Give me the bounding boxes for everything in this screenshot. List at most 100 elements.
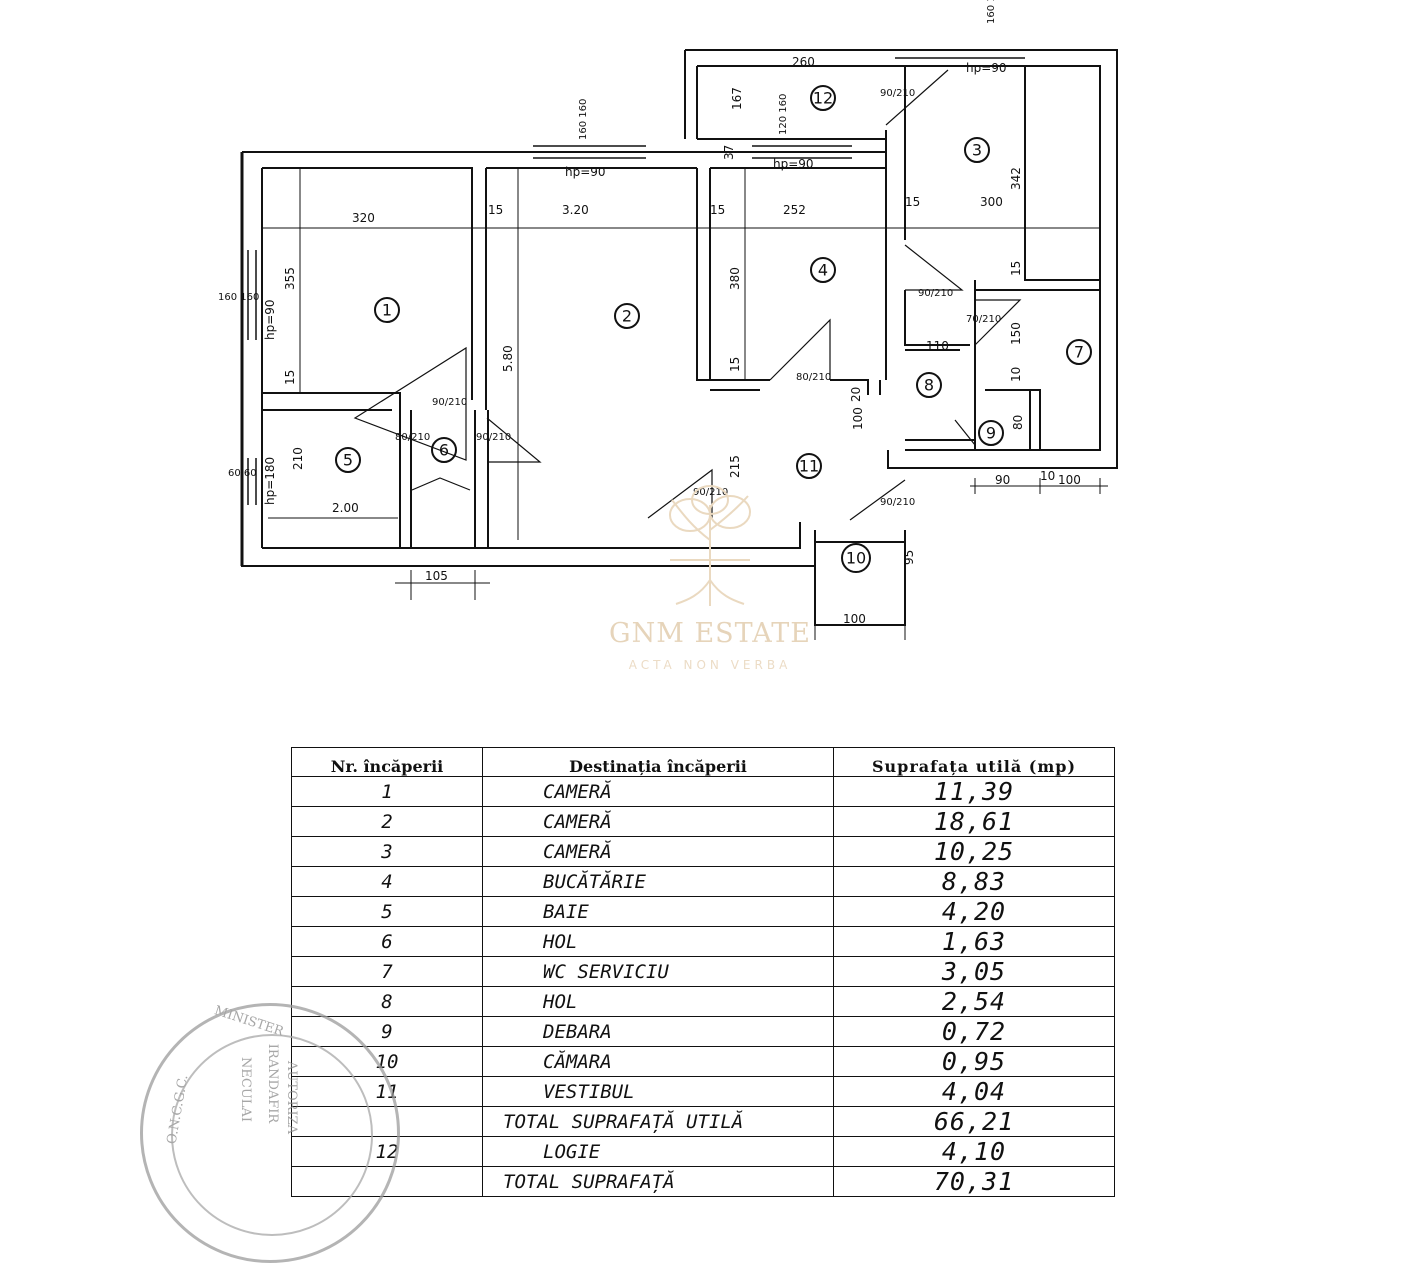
tree-logo-icon [669,485,751,606]
header-room-purpose: Destinația încăperii [482,747,834,777]
room-area: 8,83 [833,866,1115,897]
dim-label: 150 [1009,322,1023,345]
room-purpose: WC SERVICIU [482,956,834,987]
room-nr: 6 [291,926,483,957]
room-number-11: 11 [799,457,819,476]
door-size-label: 90/210 [880,497,915,508]
dim-label: 10 [1040,469,1055,483]
header-room-number: Nr. încăperii [291,747,483,777]
room-area: 1,63 [833,926,1115,957]
room-area: 0,72 [833,1016,1115,1047]
room-number-2: 2 [622,307,632,326]
dim-label: 320 [352,211,375,225]
dim-label: 100 [843,612,866,626]
outer-wall-right [684,49,1118,469]
dim-label: 15 [905,195,920,209]
door-size-label: 90/210 [476,432,511,443]
window-height-label: hp=90 [773,157,814,171]
window-height-label: hp=180 [263,457,277,505]
dim-label: 3.20 [562,203,589,217]
dim-label: 105 [425,569,448,583]
dim-label: 10 [1009,367,1023,382]
room-area: 0,95 [833,1046,1115,1077]
room-number-3: 3 [972,141,982,160]
room-purpose: HOL [482,926,834,957]
room-number-9: 9 [986,424,996,443]
room-nr: 5 [291,896,483,927]
window-size-label: 60 60 [228,468,257,479]
room-purpose: CAMERĂ [482,776,834,807]
room-nr: 3 [291,836,483,867]
room-purpose: CĂMARA [482,1046,834,1077]
door-size-label: 90/210 [693,487,728,498]
room-purpose: BAIE [482,896,834,927]
room-number-8: 8 [924,376,934,395]
dim-label: 15 [710,203,725,217]
room-nr: 7 [291,956,483,987]
dim-label: 2.00 [332,501,359,515]
room-number-6: 6 [439,441,449,460]
dim-label: 100 [851,407,865,430]
room-number-12: 12 [813,89,833,108]
dim-label: 80 [1011,415,1025,430]
window-height-label: hp=90 [263,299,277,340]
dim-label: 260 [792,55,815,69]
dim-label: 100 [1058,473,1081,487]
dim-label: 110 [926,339,949,353]
stamp-text: AUTORIZA [284,1060,300,1135]
room-area: 18,61 [833,806,1115,837]
door-size-label: 90/210 [432,397,467,408]
room-purpose: TOTAL SUPRAFAȚĂ UTILĂ [482,1106,834,1137]
room-number-10: 10 [846,549,866,568]
dim-label: 15 [488,203,503,217]
room-area-table: Nr. încăperii Destinația încăperii Supra… [291,747,1115,1197]
room-purpose: TOTAL SUPRAFAȚĂ [482,1166,834,1197]
room-area: 3,05 [833,956,1115,987]
dim-label: 15 [1009,261,1023,276]
dim-label: 342 [1009,167,1023,190]
window-size-label: 160 160 [578,99,589,140]
window-height-label: hp=90 [966,61,1007,75]
room-area: 4,04 [833,1076,1115,1107]
header-usable-area: Suprafața utilă (mp) [833,747,1115,777]
door-size-label: 90/210 [918,288,953,299]
room-number-5: 5 [343,451,353,470]
room-nr: 4 [291,866,483,897]
room-area: 11,39 [833,776,1115,807]
door-size-label: 90/210 [880,88,915,99]
room-nr: 1 [291,776,483,807]
dim-label: 90 [995,473,1010,487]
table-header-row: Nr. încăperii Destinația încăperii Supra… [291,747,1115,777]
dim-label: 37 [722,145,736,160]
dim-label: 5.80 [501,345,515,372]
room-nr: 8 [291,986,483,1017]
stamp-text: NECULAI [237,1057,253,1122]
dim-label: 210 [291,447,305,470]
dim-label: 215 [728,455,742,478]
door-size-label: 80/210 [796,372,831,383]
official-stamp: MINISTER O.N.C.G.C. IRANDAFIR NECULAI AU… [140,1003,400,1263]
window-size-label: 160 160 [986,0,997,24]
room-area: 70,31 [833,1166,1115,1197]
room-nr: 2 [291,806,483,837]
room-purpose: CAMERĂ [482,836,834,867]
stamp-text: MINISTER [212,1003,286,1040]
room-area: 66,21 [833,1106,1115,1137]
window-size-label: 160 160 [218,292,259,303]
dim-label: 380 [728,267,742,290]
dim-label: 20 [849,387,863,402]
door-size-label: 70/210 [966,314,1001,325]
